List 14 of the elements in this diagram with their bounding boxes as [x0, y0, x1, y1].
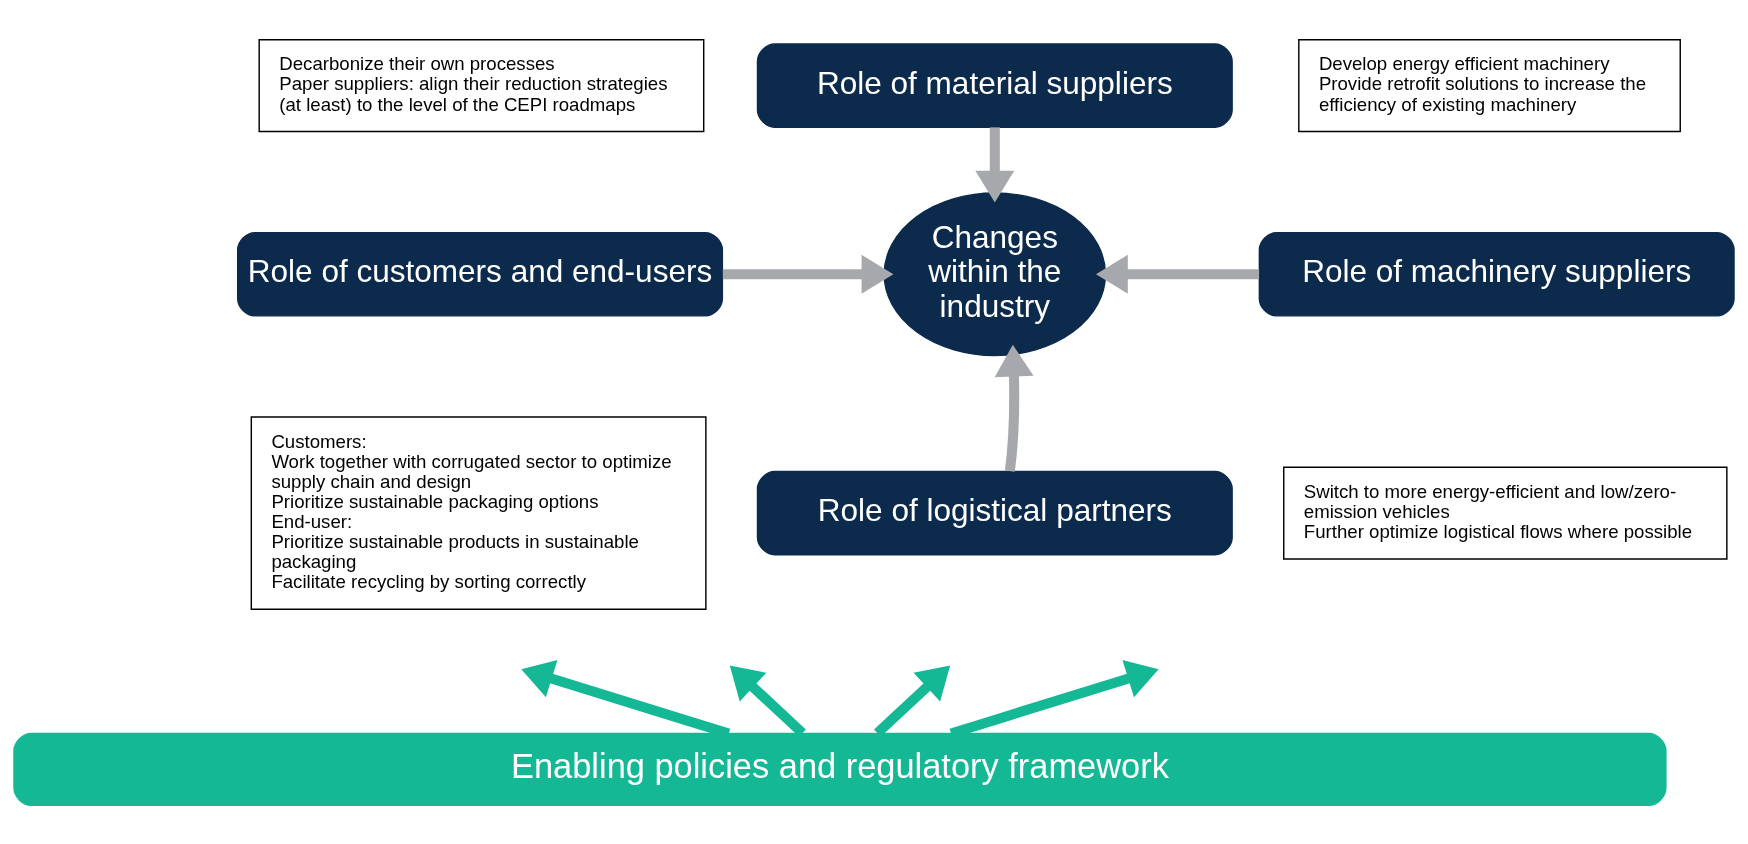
node-box: Switch to more energy-efficient and low/zero-emission vehicles Further optimize logistical flows where possible: [1283, 466, 1728, 560]
node-box: Role of machinery suppliers: [1258, 231, 1735, 317]
node-box: Enabling policies and regulatory framework: [13, 732, 1667, 806]
arrow: [975, 126, 1015, 203]
node-box: Customers: Work together with corrugated sector to optimize supply chain and design Prioritize sustainable packaging options End-user: Prioritize sustainable products in sustainable packaging Facilitate recycling by sorting correctly: [250, 415, 707, 610]
arrow: [722, 254, 894, 294]
node-box: Role of customers and end-users: [236, 231, 724, 317]
node-box: Role of logistical partners: [756, 470, 1233, 555]
arrow: [994, 344, 1034, 472]
node-box: Develop energy efficient machinery Provide retrofit solutions to increase the efficiency of existing machinery: [1298, 38, 1681, 132]
arrow: [1095, 254, 1260, 294]
node-box: Decarbonize their own processes Paper suppliers: align their reduction strategies (at least) to the level of the CEPI roadmaps: [258, 38, 705, 132]
node-box: Role of material suppliers: [756, 42, 1233, 128]
node-ellipse: Changes within the industry: [883, 191, 1107, 356]
